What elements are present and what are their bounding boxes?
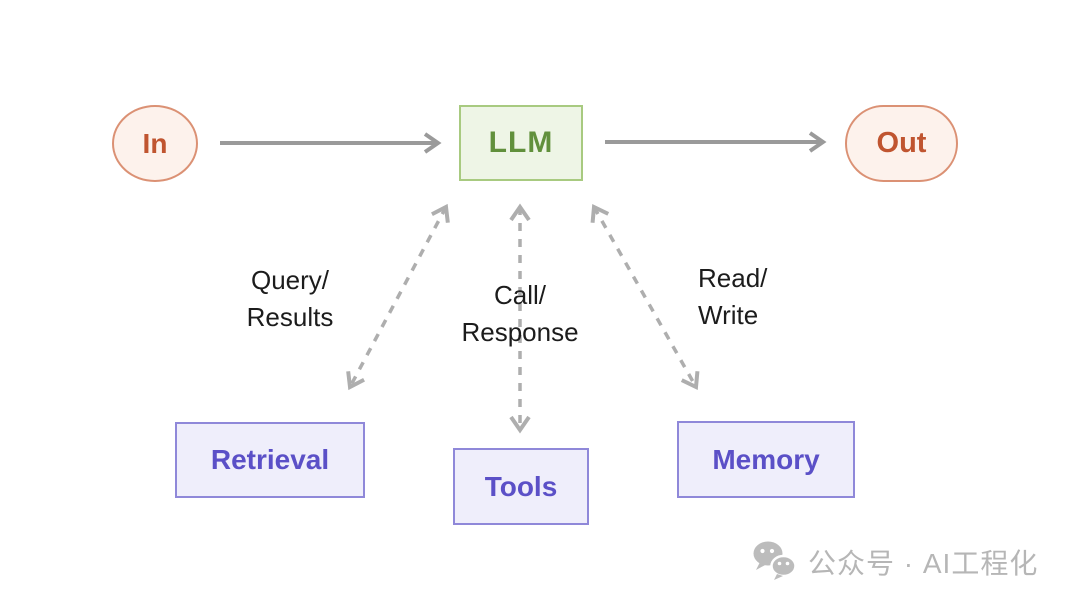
node-in: In — [112, 105, 198, 182]
edge-label-line: Write — [698, 300, 759, 330]
node-llm: LLM — [459, 105, 583, 181]
edge-label-line: Results — [246, 302, 334, 332]
node-retrieval-label: Retrieval — [210, 444, 330, 475]
node-in-label: In — [142, 127, 168, 159]
node-llm-label: LLM — [488, 126, 554, 159]
node-out: Out — [845, 105, 958, 182]
watermark: 公众号 · AI工程化 — [751, 540, 1038, 584]
node-tools: Tools — [453, 448, 589, 525]
watermark-text: 公众号 · AI工程化 — [808, 548, 1039, 579]
edge-label-line: Response — [461, 317, 579, 347]
edge-label-line: Query/ — [250, 265, 330, 295]
edge-label-line: Call/ — [493, 280, 546, 310]
node-out-label: Out — [876, 127, 927, 159]
node-memory: Memory — [677, 421, 855, 498]
edge-label-read-write: Read/ Write — [698, 260, 767, 334]
node-tools-label: Tools — [484, 470, 558, 502]
dashed-arrow-llm-memory — [590, 203, 700, 391]
node-memory-label: Memory — [712, 443, 820, 475]
edge-label-line: Read/ — [698, 263, 768, 293]
node-retrieval: Retrieval — [175, 422, 365, 498]
wechat-icon — [753, 541, 797, 580]
edge-label-call-response: Call/ Response — [437, 277, 603, 351]
edge-label-query-results: Query/ Results — [212, 262, 368, 336]
